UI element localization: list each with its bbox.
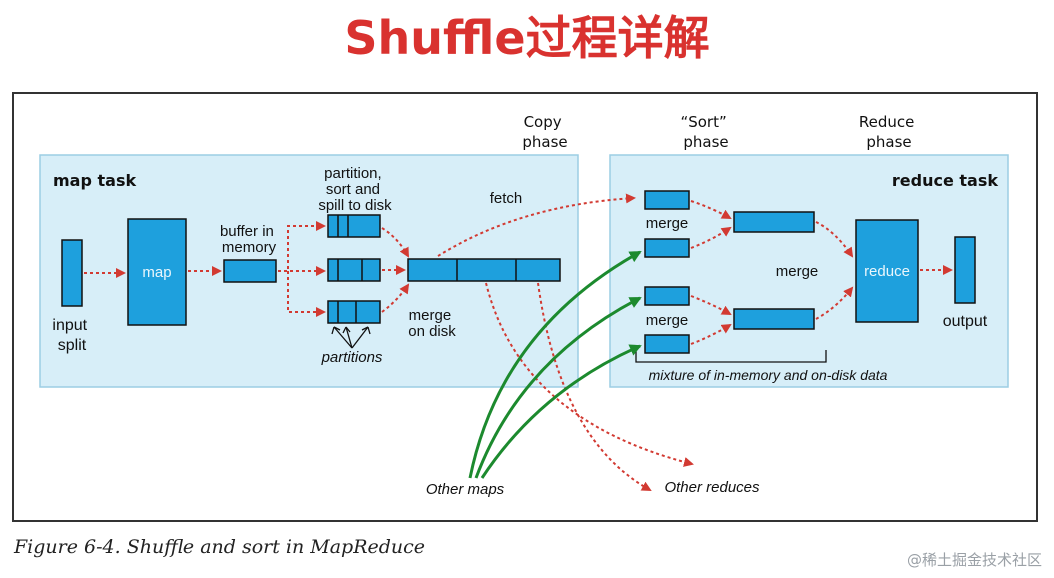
reduce-task-label: reduce task — [892, 171, 998, 190]
partitions-pointers — [331, 326, 371, 349]
reduce-input-2 — [644, 238, 690, 258]
buffer-block — [223, 259, 277, 283]
output-label: output — [943, 313, 988, 330]
reduce-block — [855, 219, 919, 323]
reduce-phase-label: Reduce phase — [859, 113, 919, 151]
watermark: @稀土掘金技术社区 — [906, 551, 1042, 569]
spill-file-bottom — [327, 300, 381, 324]
input-split-block — [61, 239, 83, 307]
spill-label: partition, sort and spill to disk — [318, 165, 392, 214]
merged-map-output — [407, 258, 561, 282]
fetch-label: fetch — [490, 190, 523, 207]
figure-caption: Figure 6-4. Shuffle and sort in MapReduc… — [14, 536, 426, 558]
spill-file-middle — [327, 258, 381, 282]
map-block — [127, 218, 187, 326]
other-reduces-label: Other reduces — [664, 479, 760, 496]
figure-frame — [12, 92, 1038, 522]
other-maps-label: Other maps — [426, 481, 505, 498]
output-block — [954, 236, 976, 304]
copy-phase-label: Copy phase — [522, 113, 567, 151]
reduce-input-4 — [644, 334, 690, 354]
spill-file-top — [327, 214, 381, 238]
partitions-label: partitions — [321, 349, 383, 366]
merge-bottom-label: merge — [646, 312, 689, 329]
map-task-label: map task — [53, 171, 136, 190]
merged-segment-top — [733, 211, 815, 233]
mixture-bracket — [635, 350, 827, 363]
merge-on-disk-label: merge on disk — [408, 307, 456, 340]
sort-phase-label: “Sort” phase — [680, 113, 731, 151]
page-title: Shuffle过程详解 — [344, 11, 710, 65]
merged-segment-bottom — [733, 308, 815, 330]
merge-mid-label: merge — [776, 263, 819, 280]
reduce-side-arrows — [690, 200, 953, 345]
reduce-input-3 — [644, 286, 690, 306]
input-split-label: input split — [52, 317, 91, 354]
reduce-input-1 — [644, 190, 690, 210]
mixture-label: mixture of in-memory and on-disk data — [649, 367, 888, 383]
merge-top-label: merge — [646, 215, 689, 232]
map-label: map — [142, 264, 171, 281]
buffer-label: buffer in memory — [220, 223, 278, 256]
other-maps-arrows — [468, 250, 642, 479]
reduce-label: reduce — [864, 263, 910, 280]
